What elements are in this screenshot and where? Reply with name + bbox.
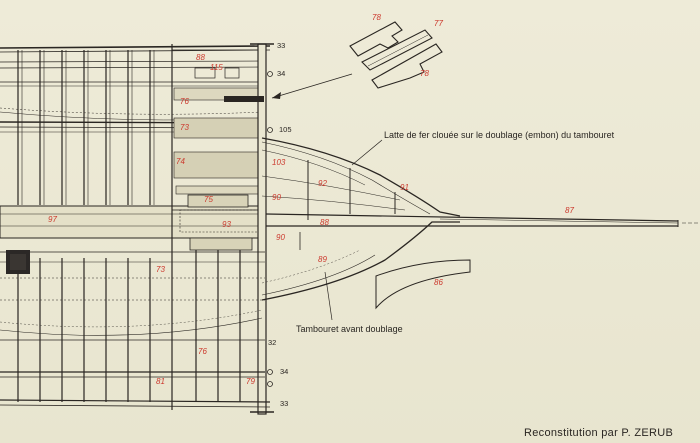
reconstruction-credit: Reconstitution par P. ZERUB xyxy=(524,427,673,439)
pointer-arrow xyxy=(224,73,353,102)
part-num-87: 87 xyxy=(565,206,574,215)
part-86 xyxy=(375,259,471,310)
part-num-97: 97 xyxy=(48,215,57,224)
frame-ref-33-bottom: 33 xyxy=(280,399,288,408)
annotation-tambouret: Tambouret avant doublage xyxy=(296,324,403,334)
stern-post xyxy=(250,43,274,415)
part-num-89: 89 xyxy=(318,255,327,264)
part-num-78b: 78 xyxy=(420,69,429,78)
lower-planking xyxy=(0,251,271,408)
part-number-labels: 78 77 78 88 115 76 73 74 75 103 93 92 91… xyxy=(48,13,574,386)
annotation-iron-lath: Latte de fer clouée sur le doublage (emb… xyxy=(384,130,615,140)
part-num-73: 73 xyxy=(180,123,189,132)
part-num-88: 88 xyxy=(320,218,329,227)
frame-reference-labels: 33 34 105 32 34 33 xyxy=(268,41,292,408)
part-num-90a: 90 xyxy=(272,193,281,202)
part-num-93: 93 xyxy=(222,220,231,229)
part-num-78: 78 xyxy=(372,13,381,22)
frame-ref-34-top: 34 xyxy=(277,69,285,78)
frame-ref-32: 32 xyxy=(268,338,276,347)
lower-ribs xyxy=(17,250,241,402)
keel-band xyxy=(0,194,266,251)
part-num-81: 81 xyxy=(156,377,165,386)
upper-ribs xyxy=(17,44,173,410)
frame-ref-105: 105 xyxy=(279,125,292,134)
part-num-91: 91 xyxy=(400,183,409,192)
part-num-76a: 76 xyxy=(180,97,189,106)
part-num-90b: 90 xyxy=(276,233,285,242)
leader-tambouret xyxy=(324,271,333,321)
part-num-79: 79 xyxy=(246,377,255,386)
part-num-74: 74 xyxy=(176,157,185,166)
beak-extension xyxy=(265,213,700,227)
part-num-115: 115 xyxy=(210,63,223,72)
part-num-92: 92 xyxy=(318,179,327,188)
part-num-75: 75 xyxy=(204,195,213,204)
leader-iron-lath xyxy=(351,139,383,166)
part-num-88-top: 88 xyxy=(196,53,205,62)
part-num-73-lower: 73 xyxy=(156,265,165,274)
frame-ref-33-top: 33 xyxy=(277,41,285,50)
detail-parts xyxy=(349,21,443,89)
tambouret-curves xyxy=(261,137,461,301)
part-num-77: 77 xyxy=(434,19,443,28)
part-num-103: 103 xyxy=(272,158,286,167)
part-num-86: 86 xyxy=(434,278,443,287)
part-num-76b: 76 xyxy=(198,347,207,356)
frame-ref-34-bottom: 34 xyxy=(280,367,288,376)
